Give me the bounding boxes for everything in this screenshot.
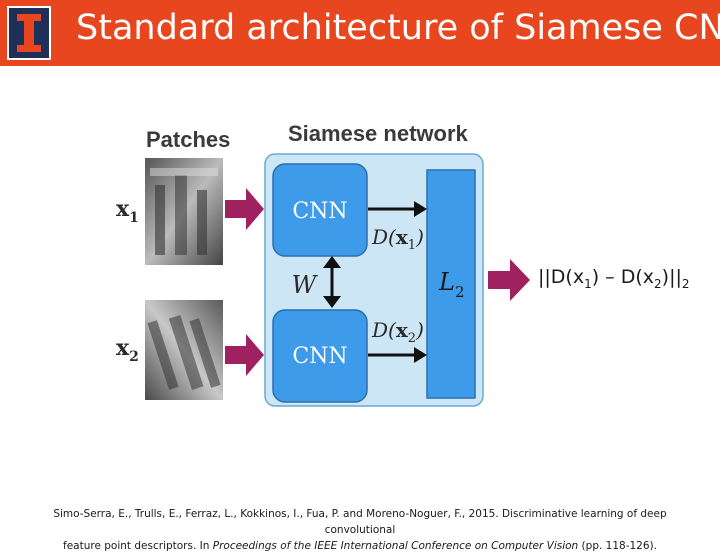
cnn-block-top — [272, 163, 368, 257]
citation-line-1: Simo-Serra, E., Trulls, E., Ferraz, L., … — [53, 508, 667, 536]
input-1-label: x1 — [116, 196, 139, 226]
cnn-block-bottom — [272, 309, 368, 403]
output-distance-formula: ||D(x1) – D(x2)||2 — [538, 266, 690, 291]
patch-image-1 — [145, 158, 223, 265]
input-arrow-2 — [225, 334, 264, 376]
university-logo — [0, 0, 58, 66]
title-bar: Standard architecture of Siamese CNN — [0, 0, 720, 66]
cnn-top-label: CNN — [292, 199, 347, 224]
cnn-bottom-label: CNN — [292, 344, 347, 369]
l2-label: L2 — [438, 268, 464, 301]
output-arrow — [488, 259, 530, 301]
siamese-diagram: Patches Siamese network x1 x2 CNN CNN W … — [116, 121, 530, 407]
page-title: Standard architecture of Siamese CNN — [76, 8, 720, 48]
descriptor-1-label: D(x1) — [371, 225, 424, 253]
citation-line-2: feature point descriptors. In Proceeding… — [63, 540, 657, 552]
shared-weights-label: W — [292, 271, 319, 299]
shared-weights-arrow — [323, 256, 341, 308]
input-2-label: x2 — [116, 335, 139, 365]
patch-image-2 — [145, 300, 223, 400]
l2-block — [426, 169, 476, 399]
descriptor-2-label: D(x2) — [371, 318, 424, 346]
input-arrow-1 — [225, 188, 264, 230]
network-label: Siamese network — [288, 121, 469, 146]
citation-venue: Proceedings of the IEEE International Co… — [212, 540, 579, 552]
descriptor-arrow-2 — [368, 347, 427, 363]
logo-letter-icon — [17, 14, 41, 52]
descriptor-arrow-1 — [368, 201, 427, 217]
logo-block — [7, 6, 51, 60]
citation: Simo-Serra, E., Trulls, E., Ferraz, L., … — [20, 506, 700, 554]
patches-label: Patches — [146, 127, 230, 152]
